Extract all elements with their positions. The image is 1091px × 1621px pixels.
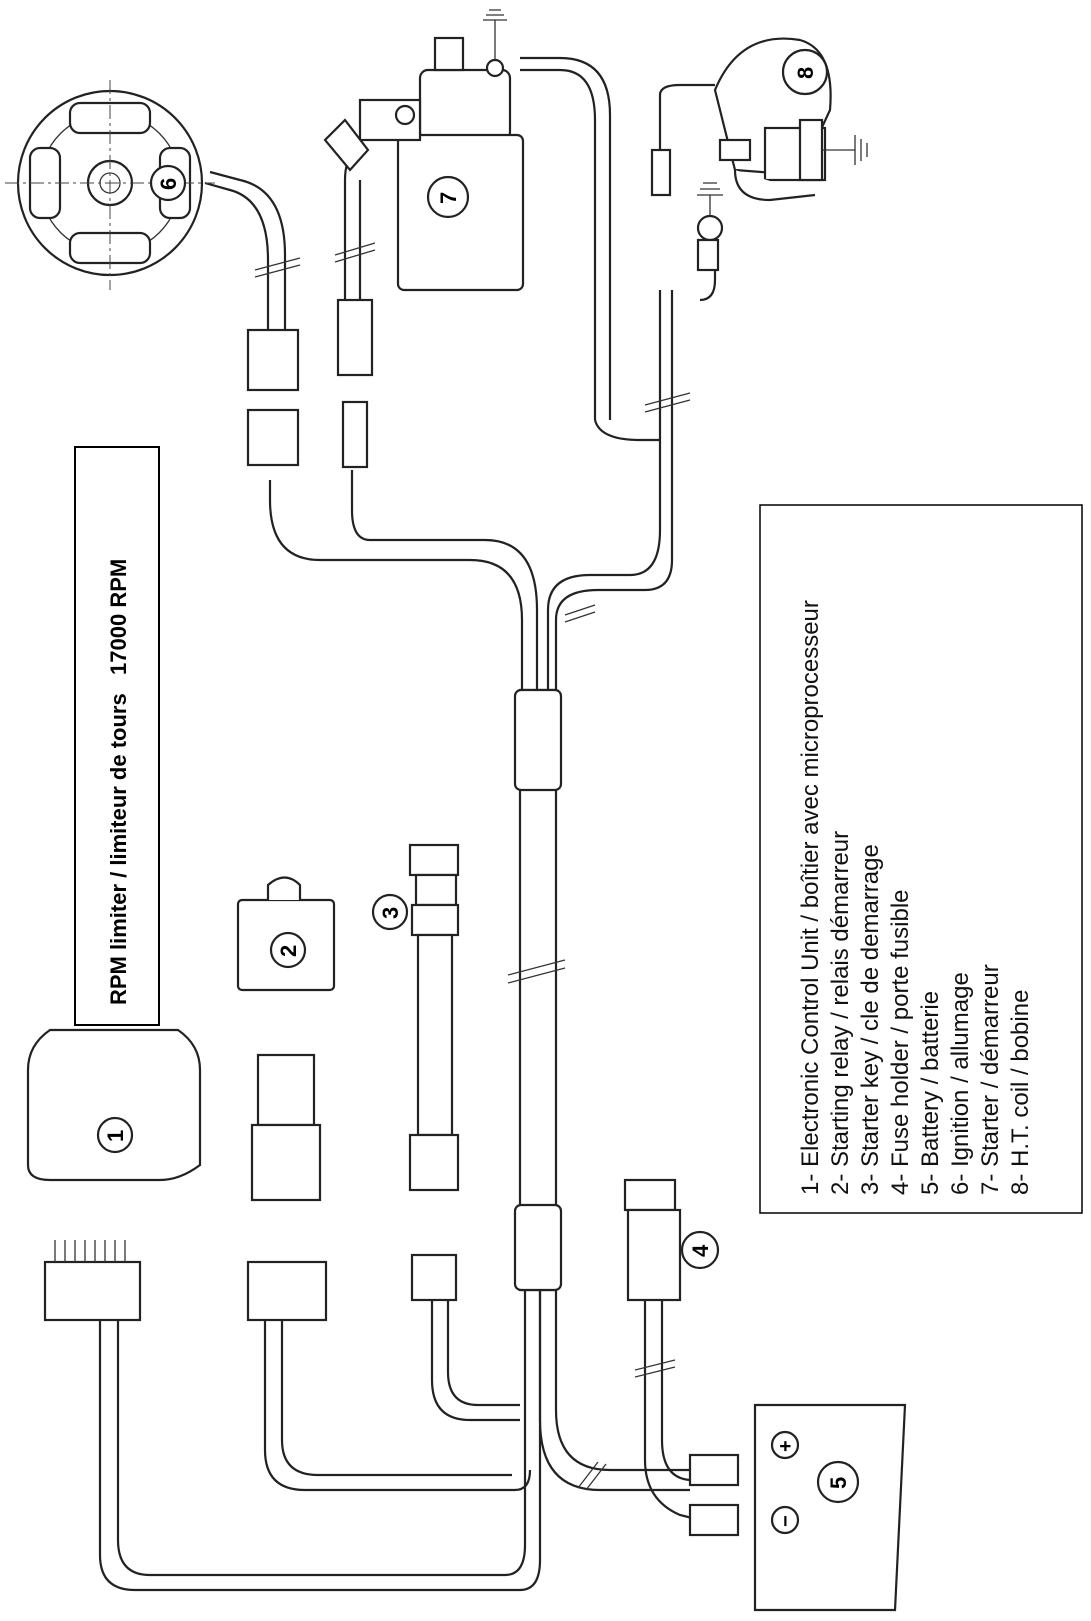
legend-item-8: 8- H.T. coil / bobine	[1007, 990, 1034, 1195]
legend-item-6: 6- Ignition / allumage	[947, 972, 974, 1195]
callout-7: 7	[436, 192, 461, 204]
ground-ring	[696, 214, 724, 242]
battery-plus-terminal: +	[775, 1440, 797, 1452]
legend-item-2: 2- Starting relay / relais démarreur	[827, 831, 854, 1195]
starter-key: 3	[371, 843, 460, 1302]
starting-relay: 2	[236, 876, 336, 1322]
callout-6: 6	[156, 178, 181, 190]
diagram-title: RPM limiter / limiteur de tours 17000 RP…	[106, 559, 131, 1005]
coil-connector	[650, 148, 672, 197]
legend-box: 1- Electronic Control Unit / boîtier ave…	[759, 504, 1083, 1214]
ignition-stator: 6	[5, 80, 300, 467]
starter-motor: 7	[323, 9, 525, 469]
break-marks	[254, 242, 691, 1491]
callout-8: 8	[793, 67, 818, 79]
callout-5: 5	[826, 1477, 851, 1489]
legend-item-4: 4- Fuse holder / porte fusible	[887, 890, 914, 1196]
legend-item-1: 1- Electronic Control Unit / boîtier ave…	[797, 600, 824, 1195]
ht-coil: 8	[650, 37, 868, 272]
callout-1: 1	[103, 1130, 128, 1142]
title-box: RPM limiter / limiteur de tours 17000 RP…	[74, 446, 160, 1026]
callout-4: 4	[688, 1244, 713, 1257]
key-connector	[410, 1253, 458, 1302]
legend-item-3: 3- Starter key / cle de demarrage	[857, 844, 884, 1195]
starter-connector	[336, 298, 374, 377]
legend-item-7: 7- Starter / démarreur	[977, 964, 1004, 1195]
battery-minus-terminal: −	[775, 1515, 797, 1527]
callout-2: 2	[276, 945, 301, 957]
relay-connector	[246, 1260, 328, 1322]
fuse-holder: 4	[623, 1178, 720, 1302]
ecu-unit: 1	[26, 1028, 202, 1322]
battery: + − 5	[688, 1403, 907, 1612]
ignition-connector	[246, 328, 300, 392]
legend-item-5: 5- Battery / batterie	[917, 991, 944, 1195]
callout-3: 3	[378, 907, 403, 919]
ecu-connector	[43, 1260, 142, 1322]
